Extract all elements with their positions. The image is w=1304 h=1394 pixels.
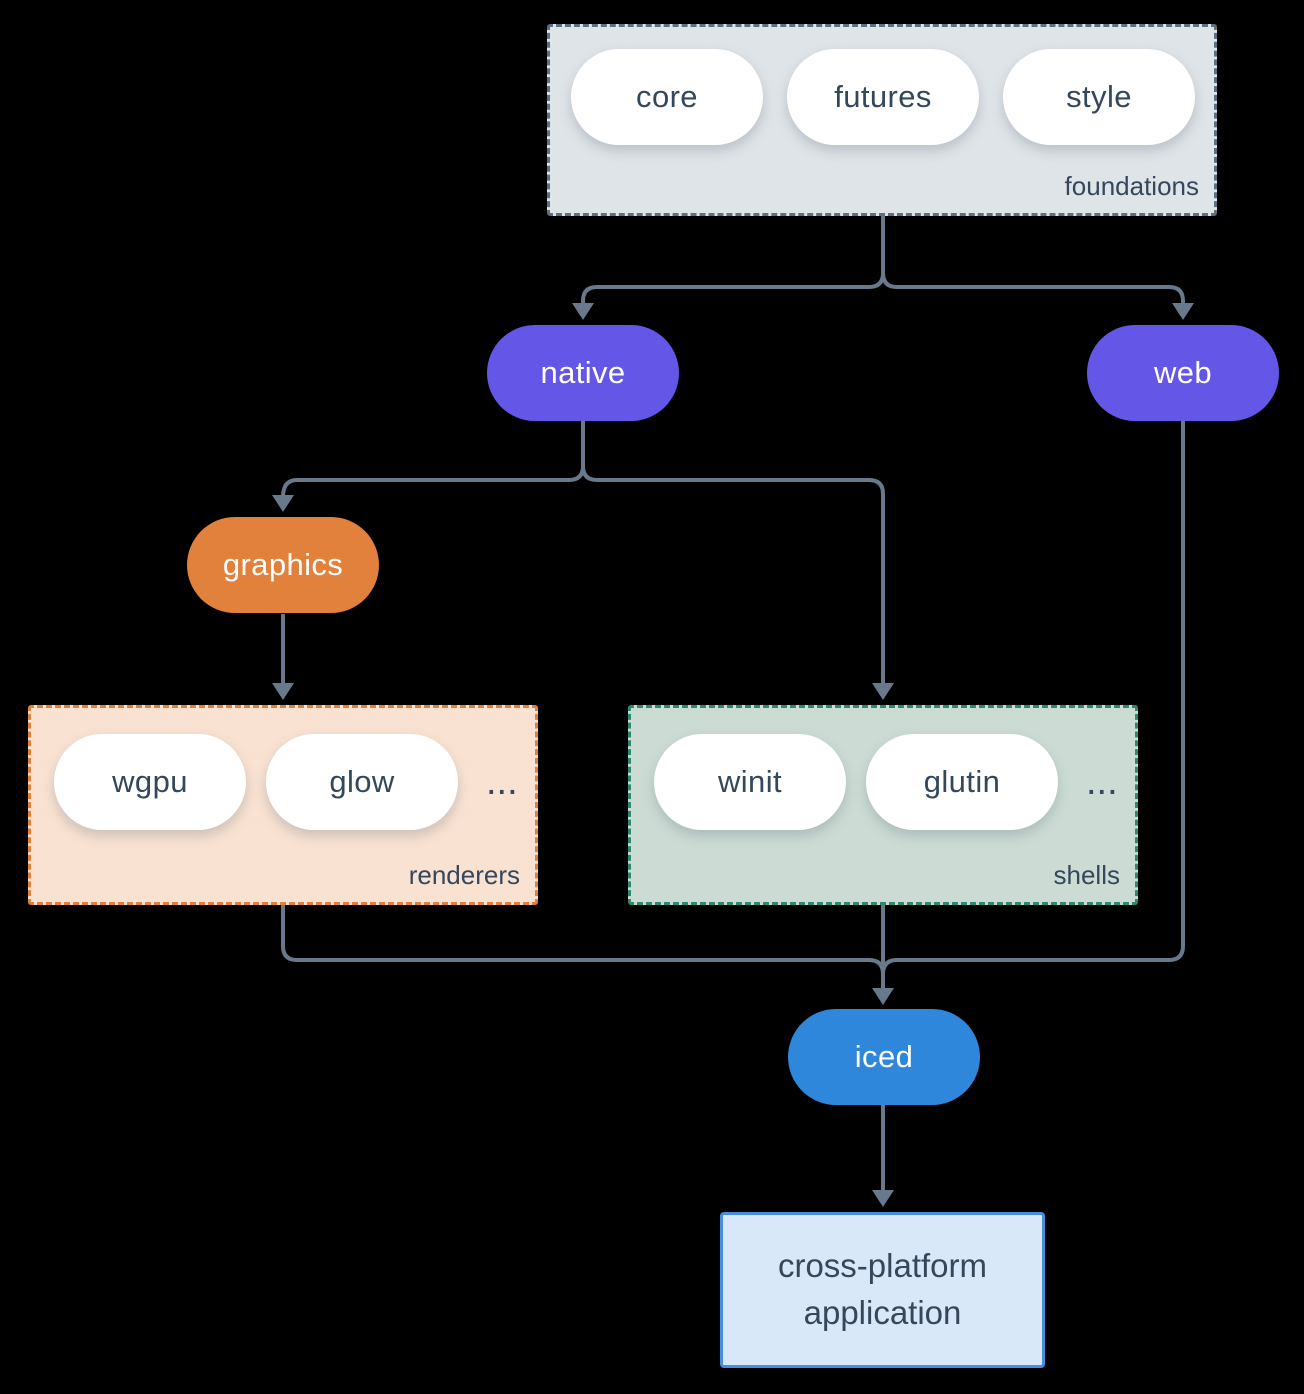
- node-winit: winit: [654, 734, 846, 830]
- shells-group-label: shells: [1053, 860, 1120, 890]
- node-core: core: [571, 49, 763, 145]
- foundations-group: core futures style foundations: [547, 24, 1217, 216]
- arrowhead-renderers: [272, 683, 294, 700]
- connector-foundations-to-native: [581, 272, 885, 305]
- node-glow: glow: [266, 734, 458, 830]
- arrowhead-iced: [872, 988, 894, 1005]
- renderers-ellipsis: ...: [486, 761, 518, 803]
- shells-group: winit glutin ... shells: [628, 705, 1138, 905]
- node-style: style: [1003, 49, 1195, 145]
- renderers-group: wgpu glow ... renderers: [28, 705, 538, 905]
- node-glutin: glutin: [866, 734, 1058, 830]
- renderers-pill-row: wgpu glow ...: [54, 734, 518, 830]
- node-native: native: [487, 325, 679, 421]
- arrowhead-web: [1172, 303, 1194, 320]
- node-web: web: [1087, 325, 1279, 421]
- foundations-group-label: foundations: [1064, 171, 1199, 201]
- foundations-pill-row: core futures style: [571, 49, 1195, 145]
- shells-pill-row: winit glutin ...: [654, 734, 1118, 830]
- renderers-group-label: renderers: [408, 860, 520, 890]
- node-graphics: graphics: [187, 517, 379, 613]
- node-iced: iced: [788, 1009, 980, 1105]
- node-cross-platform-application: cross-platform application: [720, 1212, 1045, 1368]
- connector-native-to-shells: [581, 465, 885, 685]
- arrowhead-application: [872, 1190, 894, 1207]
- arrowhead-native: [572, 303, 594, 320]
- connector-renderers-to-iced: [281, 905, 885, 975]
- connector-native-to-graphics: [281, 465, 585, 498]
- connector-foundations-to-web: [881, 272, 1185, 305]
- node-wgpu: wgpu: [54, 734, 246, 830]
- node-futures: futures: [787, 49, 979, 145]
- arrowhead-shells: [872, 683, 894, 700]
- arrowhead-graphics: [272, 495, 294, 512]
- shells-ellipsis: ...: [1086, 761, 1118, 803]
